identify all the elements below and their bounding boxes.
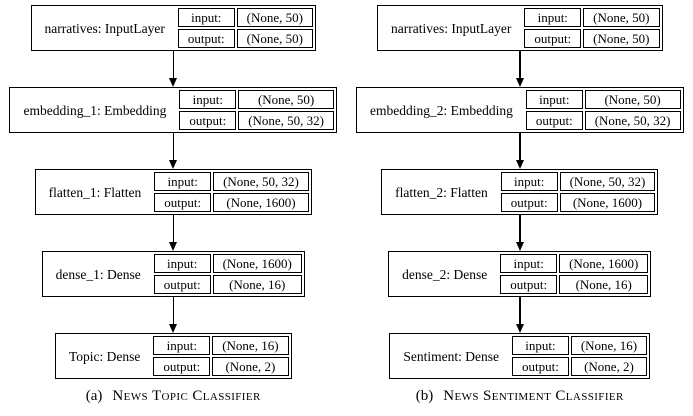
arrow-down-icon [169,215,178,251]
output-shape: (None, 1600) [559,193,656,212]
output-shape: (None, 50, 32) [584,111,681,130]
output-label: output: [525,111,583,130]
arrow-down-icon [515,297,524,333]
input-shape: (None, 50) [583,8,660,27]
arrow-down-icon [515,215,524,251]
layer-node-flatten-1: flatten_1: Flatten input: (None, 50, 32)… [34,169,312,215]
layer-node-dense-2: dense_2: Dense input: (None, 1600) outpu… [388,251,652,297]
output-label: output: [177,29,235,48]
layer-node-sentiment: Sentiment: Dense input: (None, 16) outpu… [389,333,651,379]
output-label: output: [179,111,237,130]
output-label: output: [153,357,211,376]
layer-node-topic: Topic: Dense input: (None, 16) output: (… [54,333,292,379]
caption-sentiment-classifier: (b) News Sentiment Classifier [416,388,624,405]
arrow-down-icon [169,297,178,333]
arrow-down-icon [169,51,178,87]
output-label: output: [154,193,212,212]
input-shape: (None, 16) [570,336,648,355]
input-label: input: [524,8,582,27]
output-shape: (None, 50) [236,29,313,48]
caption-text: News Sentiment Classifier [443,388,624,404]
output-label: output: [500,193,558,212]
output-label: output: [524,29,582,48]
input-label: input: [177,8,235,27]
caption-prefix: (b) [415,388,434,404]
arrow-down-icon [515,133,524,169]
caption-topic-classifier: (a) News Topic Classifier [86,388,261,405]
input-shape: (None, 16) [212,336,289,355]
layer-node-embedding-1: embedding_1: Embedding input: (None, 50)… [9,87,338,133]
input-shape: (None, 50, 32) [559,172,656,191]
layer-name: flatten_1: Flatten [48,184,142,200]
output-shape: (None, 2) [212,357,289,376]
output-shape: (None, 16) [559,275,649,294]
layer-name: embedding_2: Embedding [369,102,513,118]
input-label: input: [500,254,558,273]
layer-node-narratives: narratives: InputLayer input: (None, 50)… [30,5,316,51]
output-shape: (None, 1600) [213,193,309,212]
arrow-down-icon [169,133,178,169]
layer-node-embedding-2: embedding_2: Embedding input: (None, 50)… [355,87,684,133]
input-shape: (None, 50) [584,90,681,109]
input-label: input: [525,90,583,109]
layer-name: embedding_1: Embedding [23,102,167,118]
diagram-topic-classifier: narratives: InputLayer input: (None, 50)… [9,5,338,405]
output-label: output: [511,357,569,376]
output-label: output: [153,275,211,294]
input-label: input: [153,336,211,355]
input-shape: (None, 50, 32) [213,172,309,191]
layer-name: Sentiment: Dense [403,348,499,364]
output-shape: (None, 2) [570,357,648,376]
layer-name: narratives: InputLayer [391,20,512,36]
output-shape: (None, 16) [212,275,302,294]
layer-node-dense-1: dense_1: Dense input: (None, 1600) outpu… [41,251,305,297]
layer-node-narratives: narratives: InputLayer input: (None, 50)… [377,5,663,51]
input-label: input: [154,172,212,191]
layer-name: dense_1: Dense [55,266,141,282]
layer-name: narratives: InputLayer [44,20,165,36]
diagram-sentiment-classifier: narratives: InputLayer input: (None, 50)… [347,0,693,416]
input-label: input: [153,254,211,273]
input-label: input: [179,90,237,109]
output-shape: (None, 50, 32) [238,111,335,130]
layer-name: flatten_2: Flatten [395,184,488,200]
input-shape: (None, 1600) [212,254,302,273]
caption-text: News Topic Classifier [112,388,261,404]
caption-prefix: (a) [85,388,103,404]
arrow-down-icon [515,51,524,87]
output-shape: (None, 50) [583,29,660,48]
output-label: output: [500,275,558,294]
layer-name: Topic: Dense [68,348,141,364]
input-label: input: [511,336,569,355]
layer-node-flatten-2: flatten_2: Flatten input: (None, 50, 32)… [381,169,659,215]
input-shape: (None, 1600) [559,254,649,273]
input-shape: (None, 50) [236,8,313,27]
layer-name: dense_2: Dense [402,266,488,282]
input-shape: (None, 50) [238,90,335,109]
input-label: input: [500,172,558,191]
